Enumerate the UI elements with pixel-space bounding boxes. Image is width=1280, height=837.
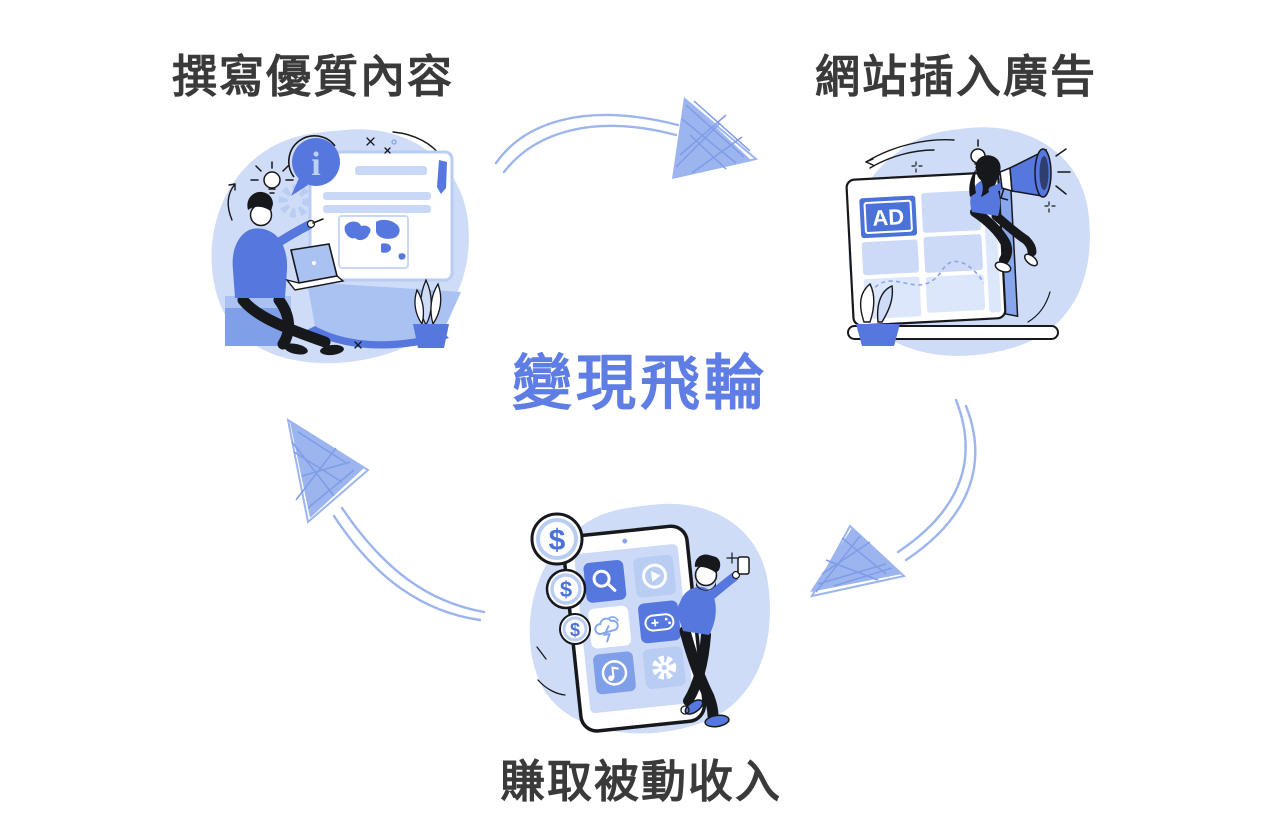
- step-label-insert-ads: 網站插入廣告: [815, 51, 1098, 102]
- megaphone-icon: [999, 148, 1071, 201]
- sparkles: [911, 161, 1056, 213]
- step-label-earn-passive-income: 賺取被動收入: [500, 756, 783, 807]
- coin-icon-small: $: [559, 613, 591, 645]
- handheld-phone: [737, 556, 750, 575]
- app-tile-weather: [588, 605, 632, 649]
- website-screen: AD: [845, 171, 1019, 327]
- flywheel-title: 變現飛輪: [512, 350, 768, 417]
- sketch-lines: [865, 138, 1051, 323]
- svg-text:$: $: [560, 577, 572, 602]
- smartphone: [561, 524, 707, 733]
- app-tile-settings: [642, 646, 686, 690]
- app-tile-video: [633, 554, 676, 598]
- sketch-lines: [536, 646, 566, 696]
- app-tile-games: [638, 600, 681, 644]
- world-map: [338, 215, 409, 269]
- sparkles: [680, 552, 738, 715]
- app-tile-music: [593, 651, 636, 695]
- plant: [856, 282, 900, 346]
- step-label-write-content: 撰寫優質內容: [172, 51, 455, 102]
- svg-text:$: $: [549, 524, 566, 557]
- illustration-insert-ads: AD: [830, 120, 1110, 370]
- laptop: [285, 243, 345, 291]
- person-writer: [232, 191, 345, 356]
- arrow-ads-to-income: [806, 396, 1006, 606]
- arrow-income-to-write: [276, 412, 501, 627]
- app-tile-search: [583, 559, 627, 603]
- laptop-base: [847, 325, 1059, 340]
- sparkles: [354, 137, 397, 349]
- arrowhead: [286, 417, 370, 524]
- coin-icon-large: $: [530, 512, 584, 566]
- arrow-write-to-ads: [488, 93, 760, 193]
- plant: [413, 278, 449, 348]
- coin-icon-medium: $: [545, 568, 587, 610]
- info-bubble-icon: i: [288, 135, 340, 196]
- arrowhead: [672, 97, 759, 179]
- svg-text:i: i: [311, 146, 320, 183]
- content-monitor: [308, 150, 454, 282]
- person-income: [677, 554, 750, 728]
- desk-edge: [307, 326, 449, 349]
- svg-text:AD: AD: [872, 204, 905, 231]
- ad-badge: AD: [859, 195, 918, 239]
- lightbulb-icon: [250, 161, 294, 194]
- illustration-write-content: i: [195, 120, 495, 380]
- illustration-earn-income: $ $ $: [510, 495, 790, 745]
- arrowhead: [810, 524, 907, 598]
- pencil-icon: [437, 160, 447, 194]
- dashed-path: [869, 260, 985, 294]
- svg-text:$: $: [570, 620, 580, 640]
